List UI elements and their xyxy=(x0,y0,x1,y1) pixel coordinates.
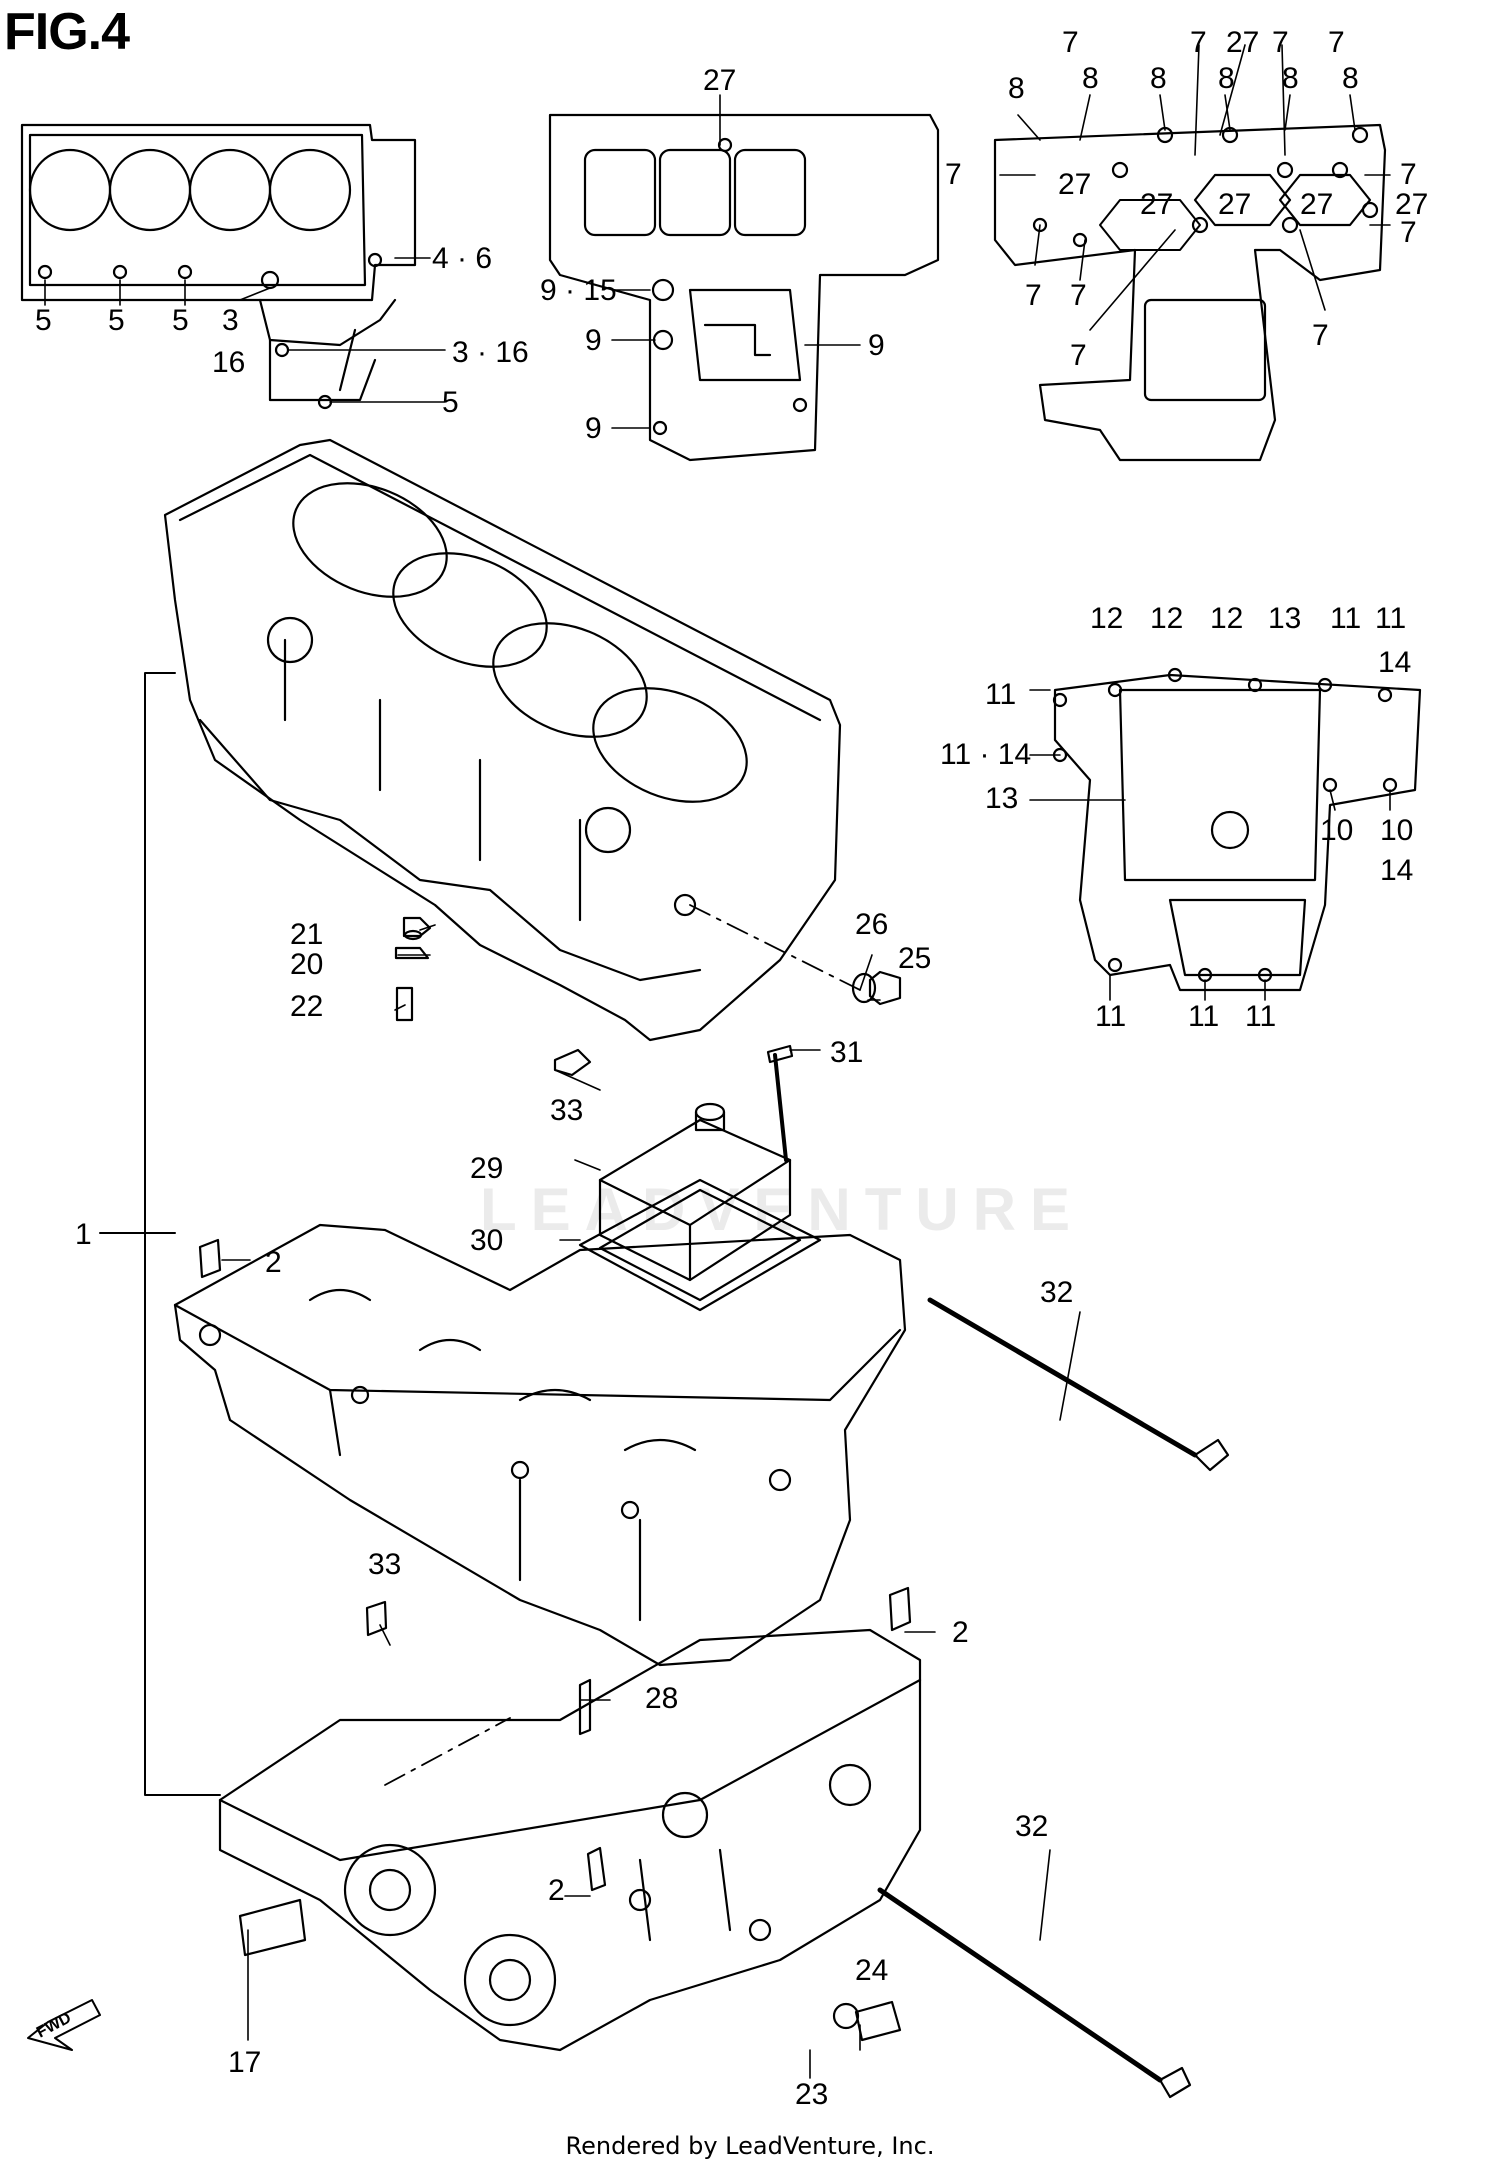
callout-9b: 9 xyxy=(868,329,885,362)
callout-11-14: 11 · 14 xyxy=(940,738,1031,771)
callout-32a: 32 xyxy=(1040,1276,1073,1309)
callout-12c: 12 xyxy=(1210,602,1243,635)
callout-3-16: 3 · 16 xyxy=(452,336,529,369)
callout-5c: 5 xyxy=(172,304,189,337)
callout-33-upper: 33 xyxy=(550,1094,583,1127)
upper-case-bolt-view xyxy=(20,123,417,410)
lower-case-top-view xyxy=(548,113,940,462)
callout-20: 20 xyxy=(290,948,323,981)
callout-8e: 8 xyxy=(1282,62,1299,95)
footer-credit: Rendered by LeadVenture, Inc. xyxy=(565,2132,935,2160)
case-underside-bolt-view xyxy=(993,123,1387,462)
callout-7-right-a: 7 xyxy=(1400,158,1417,191)
callout-10b: 10 xyxy=(1380,814,1413,847)
callout-27-a: 27 xyxy=(1058,168,1091,201)
callout-22: 22 xyxy=(290,990,323,1023)
centerlines xyxy=(384,904,861,1786)
callout-2b: 2 xyxy=(952,1616,969,1649)
callout-11-b2: 11 xyxy=(1188,1000,1219,1033)
callout-30: 30 xyxy=(470,1224,503,1257)
callout-9-15: 9 · 15 xyxy=(540,274,617,307)
callout-9c: 9 xyxy=(585,412,602,445)
callout-31: 31 xyxy=(830,1036,863,1069)
cover-assembly xyxy=(394,916,902,1312)
figure-title: FIG.4 xyxy=(4,3,130,61)
callout-12b: 12 xyxy=(1150,602,1183,635)
callout-11-left: 11 xyxy=(985,678,1016,711)
callout-17: 17 xyxy=(228,2046,261,2079)
long-bolts xyxy=(877,1297,1230,2099)
callout-33-lower: 33 xyxy=(368,1548,401,1581)
callout-8f: 8 xyxy=(1342,62,1359,95)
callout-7-top-a: 7 xyxy=(1062,26,1079,59)
callout-23: 23 xyxy=(795,2078,828,2111)
callout-8b: 8 xyxy=(1082,62,1099,95)
callout-9a: 9 xyxy=(585,324,602,357)
callout-1: 1 xyxy=(75,1218,92,1251)
leader-lines xyxy=(44,44,1391,2079)
callout-27-b: 27 xyxy=(1140,188,1173,221)
callout-11-b3: 11 xyxy=(1245,1000,1276,1033)
callout-14-top: 14 xyxy=(1378,646,1411,679)
callout-5a: 5 xyxy=(35,304,52,337)
lower-crankcase xyxy=(218,1628,922,2052)
callout-3: 3 xyxy=(222,304,239,337)
callout-32b: 32 xyxy=(1015,1810,1048,1843)
callout-14-bottom: 14 xyxy=(1380,854,1413,887)
callout-10a: 10 xyxy=(1320,814,1353,847)
callout-27-d: 27 xyxy=(1300,188,1333,221)
callout-7-top-d: 7 xyxy=(1328,26,1345,59)
callout-7-right-b: 7 xyxy=(1400,216,1417,249)
middle-crankcase xyxy=(173,1223,912,1736)
callout-4-6: 4 · 6 xyxy=(432,242,492,275)
callout-7-b1: 7 xyxy=(1025,279,1042,312)
callout-25: 25 xyxy=(898,942,931,975)
callout-7-b3: 7 xyxy=(1070,339,1087,372)
callout-16: 16 xyxy=(212,346,245,379)
callout-8c: 8 xyxy=(1150,62,1167,95)
callout-2c: 2 xyxy=(548,1874,565,1907)
callout-27-top-b: 27 xyxy=(1226,26,1259,59)
callout-27-top: 27 xyxy=(703,64,736,97)
callout-11-b1: 11 xyxy=(1095,1000,1126,1033)
callout-2a: 2 xyxy=(265,1246,282,1279)
callout-7-b2: 7 xyxy=(1070,279,1087,312)
callout-21: 21 xyxy=(290,918,323,951)
fwd-label: FWD xyxy=(34,2009,74,2041)
callout-7-left: 7 xyxy=(945,158,962,191)
callout-26: 26 xyxy=(855,908,888,941)
callout-7-top-c: 7 xyxy=(1272,26,1289,59)
callout-12a: 12 xyxy=(1090,602,1123,635)
callout-27-c: 27 xyxy=(1218,188,1251,221)
callout-27-e: 27 xyxy=(1395,188,1428,221)
assembly-bracket xyxy=(99,672,221,1796)
callout-11-top-a: 11 xyxy=(1330,602,1361,635)
callout-24: 24 xyxy=(855,1954,888,1987)
callout-8d: 8 xyxy=(1218,62,1235,95)
watermark-text: LEADVENTURE xyxy=(480,1176,1085,1243)
callout-5b: 5 xyxy=(108,304,125,337)
callout-13a: 13 xyxy=(1268,602,1301,635)
callout-5d: 5 xyxy=(442,386,459,419)
callout-7-top-b: 7 xyxy=(1190,26,1207,59)
callout-7-b4: 7 xyxy=(1312,319,1329,352)
callout-8a: 8 xyxy=(1008,72,1025,105)
callout-13b: 13 xyxy=(985,782,1018,815)
callout-labels: 5 5 5 3 16 4 · 6 3 · 16 5 27 9 · 15 9 9 … xyxy=(34,26,1428,2111)
callout-11-top-b: 11 xyxy=(1375,602,1406,635)
upper-crankcase xyxy=(163,438,842,1042)
callout-28: 28 xyxy=(645,1682,678,1715)
lower-case-bottom-view xyxy=(1052,667,1422,992)
callout-29: 29 xyxy=(470,1152,503,1185)
fwd-arrow-icon xyxy=(27,1999,101,2051)
